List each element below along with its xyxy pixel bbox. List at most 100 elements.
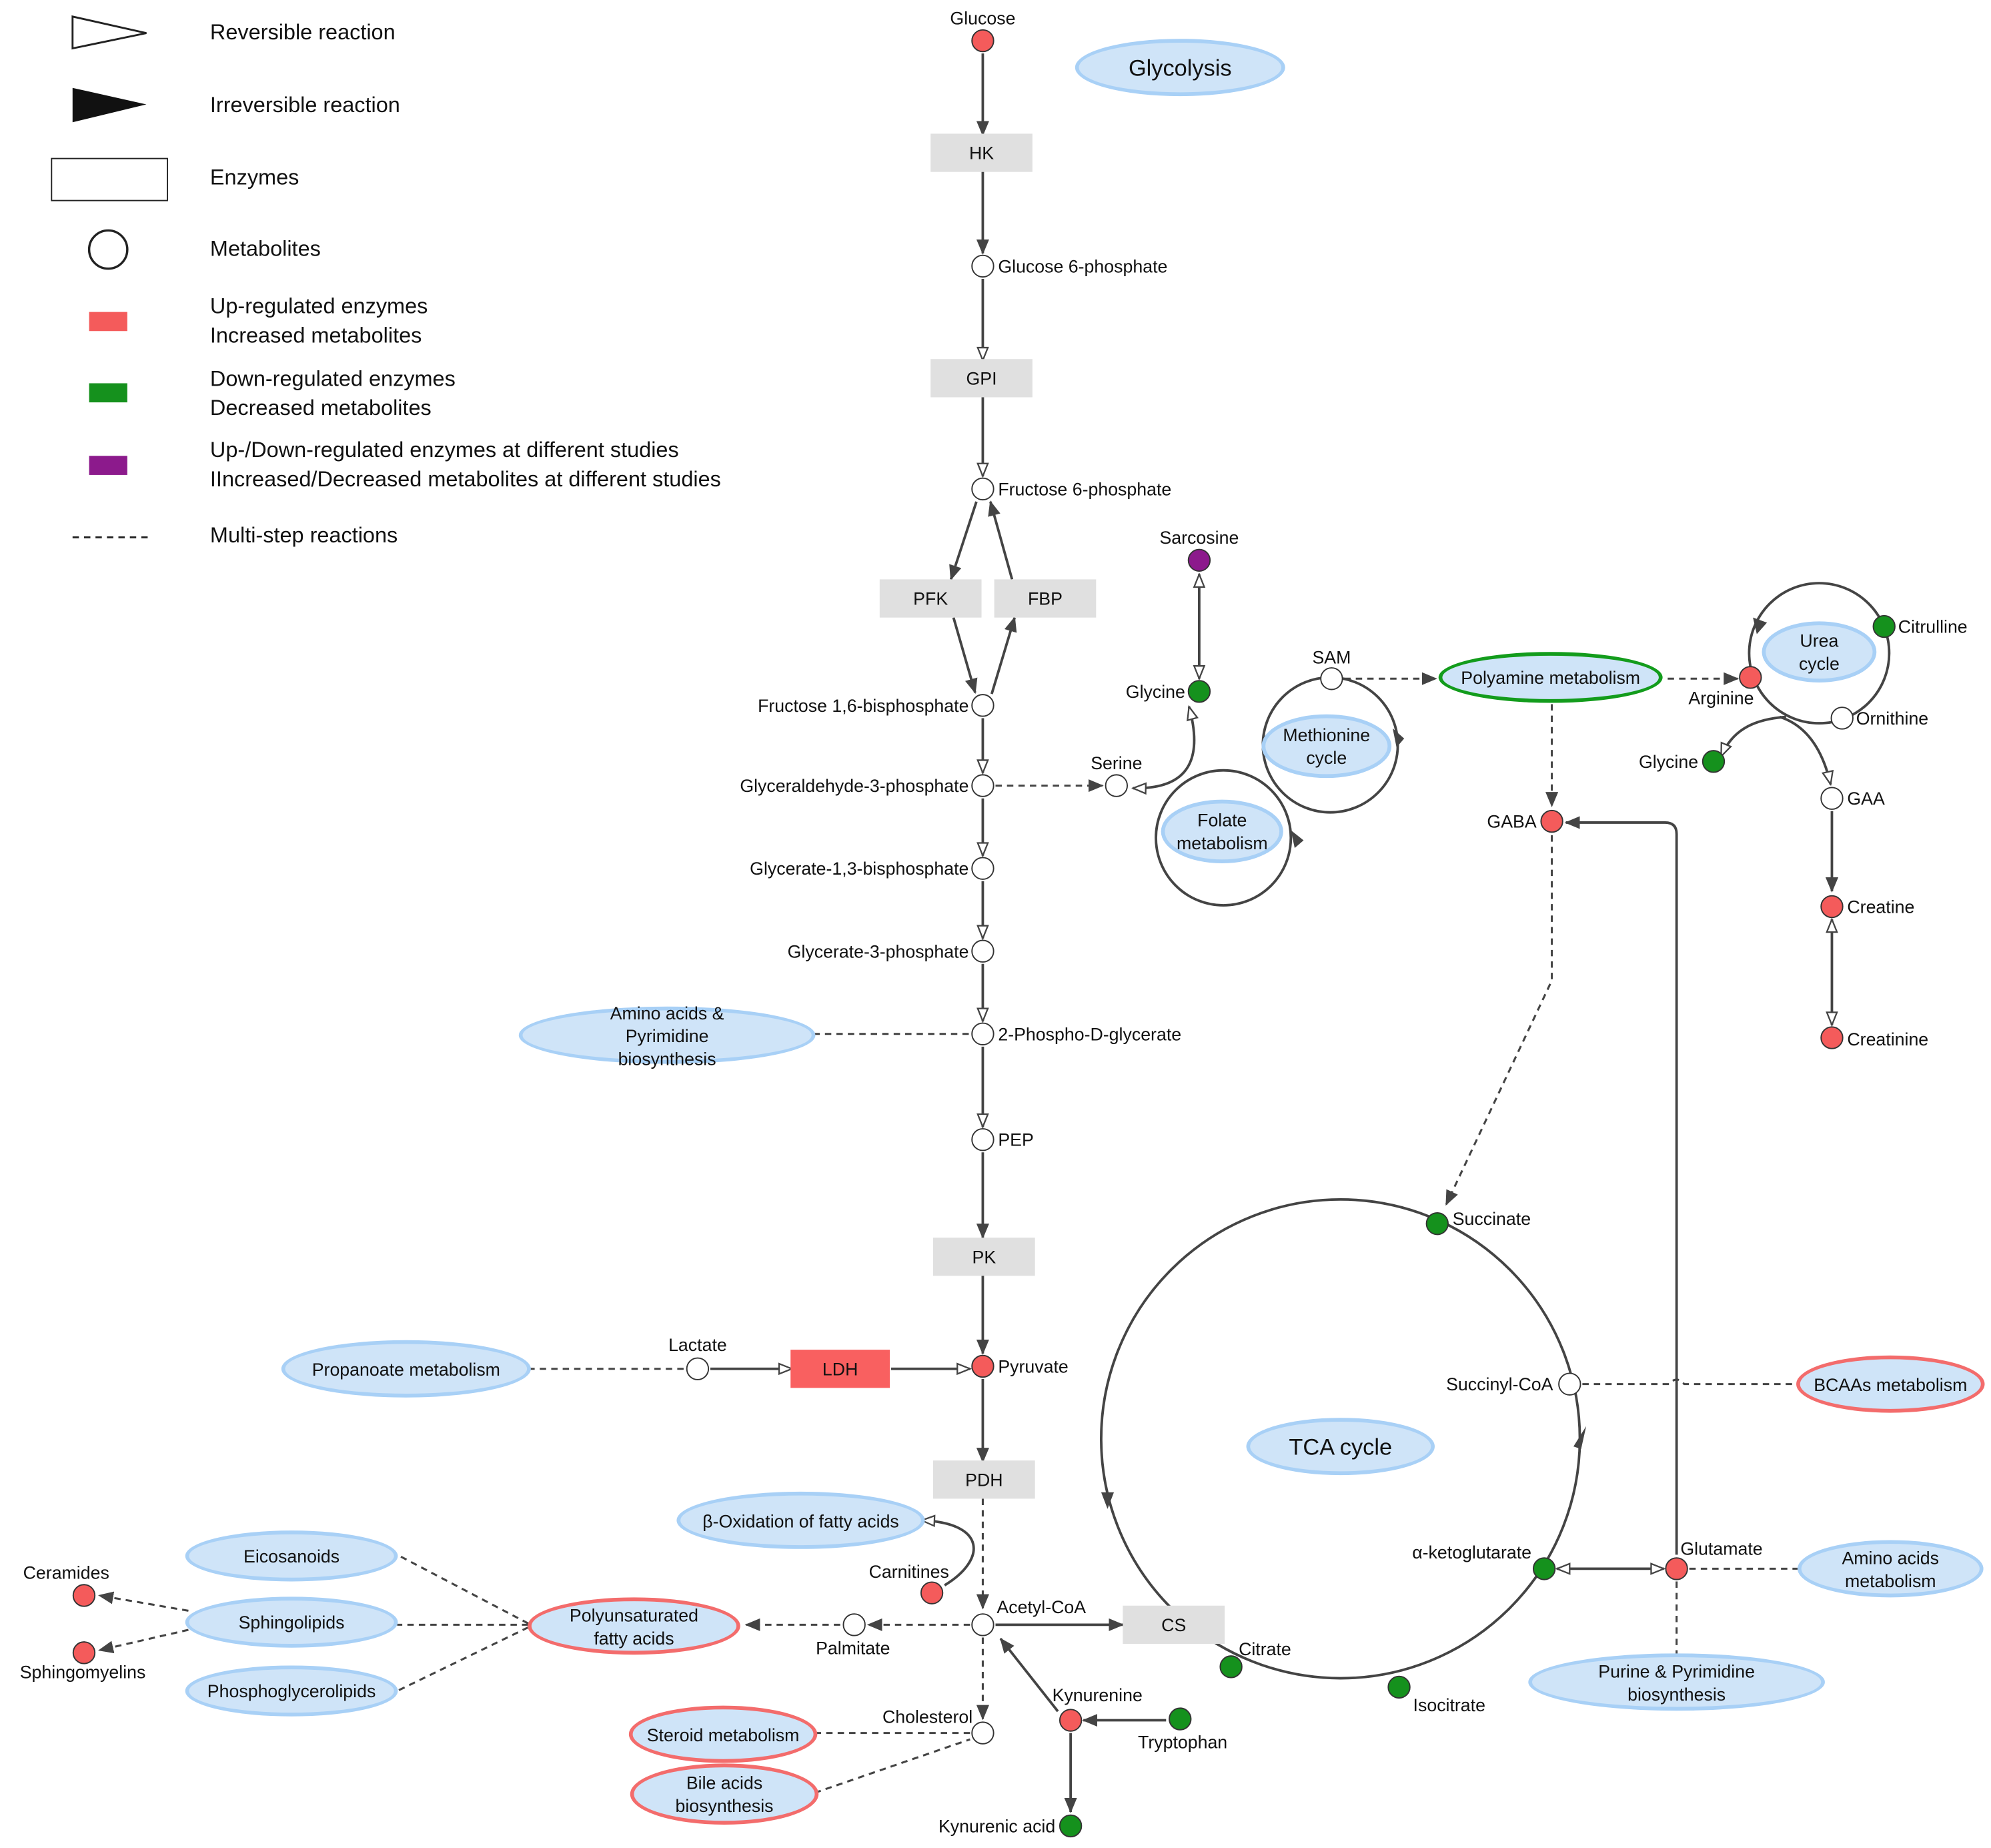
metabolite-creatinine-label: Creatinine (1847, 1029, 1929, 1049)
pathway-methionine: Methionine cycle (1261, 714, 1392, 779)
legend-enzymes: Enzymes (209, 165, 299, 190)
legend-mixed-enzymes: Up-/Down-regulated enzymes at different … (209, 438, 679, 462)
metabolite-f6p-label: Fructose 6-phosphate (998, 478, 1172, 500)
metabolite-tryptophan-node (1169, 1707, 1192, 1731)
pathway-phosphoglycerolipids: Phosphoglycerolipids (185, 1665, 398, 1717)
metabolite-serine-node (1105, 774, 1129, 797)
metabolite-tryptophan-label: Tryptophan (1137, 1731, 1228, 1753)
pathway-urea: Urea cycle (1762, 621, 1877, 683)
metabolite-pep-label: PEP (998, 1129, 1034, 1150)
pathway-amino-pyrimidine: Amino acids & Pyrimidine biosynthesis (518, 1002, 816, 1068)
metabolite-sphingomyelins-node (72, 1641, 96, 1665)
metabolite-lactate-node (686, 1357, 710, 1380)
metabolite-succinylcoa-node (1558, 1372, 1581, 1396)
metabolite-cholesterol-label: Cholesterol (882, 1706, 973, 1727)
metabolite-pyruvate-node (971, 1354, 994, 1378)
metabolite-glycine2-node (1702, 750, 1726, 773)
enzyme-ldh: LDH (790, 1350, 890, 1388)
enzyme-hk: HK (930, 133, 1033, 172)
metabolite-citrate-node (1219, 1655, 1243, 1679)
metabolite-sarcosine-label: Sarcosine (1159, 527, 1239, 548)
legend-multistep: Multi-step reactions (209, 523, 398, 548)
metabolite-glutamate-node (1665, 1557, 1688, 1580)
metabolite-cholesterol-node (971, 1721, 994, 1745)
pathway-purine-pyrimidine: Purine & Pyrimidine biosynthesis (1528, 1653, 1825, 1711)
pathway-bcaa: BCAAs metabolism (1796, 1355, 1985, 1413)
metabolite-glycine2-label: Glycine (1638, 751, 1699, 772)
metabolite-kynurenic-label: Kynurenic acid (938, 1815, 1056, 1837)
legend-mixed-swatch (89, 456, 127, 475)
enzyme-pfk: PFK (879, 579, 982, 618)
pathway-tca: TCA cycle (1246, 1418, 1435, 1476)
metabolite-gaa-node (1820, 787, 1844, 810)
metabolite-g13bp-label: Glycerate-1,3-bisphosphate (750, 858, 969, 879)
metabolite-glutamate-label: Glutamate (1680, 1538, 1763, 1559)
legend-down-metabolites: Decreased metabolites (209, 396, 432, 420)
enzyme-pdh: PDH (933, 1460, 1035, 1499)
metabolite-ornithine-node (1830, 707, 1854, 730)
metabolite-akg-node (1532, 1557, 1556, 1580)
legend-down-swatch (89, 383, 127, 403)
metabolite-arginine-label: Arginine (1688, 687, 1754, 709)
legend-up-enzymes: Up-regulated enzymes (209, 294, 428, 319)
metabolite-pdg-node (971, 1022, 994, 1045)
legend-up-swatch (89, 312, 127, 332)
metabolite-serine-label: Serine (1091, 752, 1143, 773)
metabolite-kynurenine-node (1059, 1709, 1083, 1732)
pathway-bile-acids: Bile acids biosynthesis (630, 1763, 819, 1825)
metabolite-kynurenine-label: Kynurenine (1052, 1685, 1143, 1705)
metabolite-succinylcoa-label: Succinyl-CoA (1446, 1374, 1553, 1394)
metabolite-gaba-node (1540, 809, 1563, 833)
metabolite-glycine-label: Glycine (1125, 681, 1185, 702)
pathway-sphingolipids: Sphingolipids (185, 1596, 398, 1648)
metabolite-pyruvate-label: Pyruvate (998, 1356, 1069, 1377)
pathway-beta-oxidation: β-Oxidation of fatty acids (676, 1491, 925, 1549)
metabolite-creatinine-node (1820, 1026, 1844, 1049)
metabolite-succinate-label: Succinate (1452, 1208, 1531, 1229)
metabolite-ceramides-node (72, 1584, 96, 1607)
metabolite-pdg-label: 2-Phospho-D-glycerate (998, 1023, 1182, 1045)
pathway-propanoate: Propanoate metabolism (281, 1340, 531, 1398)
metabolite-creatine-node (1820, 895, 1844, 919)
metabolite-glucose-node (971, 29, 994, 53)
legend-metabolites: Metabolites (209, 236, 321, 262)
pathway-eicosanoids: Eicosanoids (185, 1530, 398, 1582)
metabolite-g3p-node (971, 774, 994, 797)
metabolite-ceramides-label: Ceramides (23, 1562, 109, 1583)
metabolite-gaa-label: GAA (1847, 788, 1885, 809)
legend-enzyme-box (51, 157, 168, 201)
enzyme-gpi: GPI (930, 359, 1033, 398)
metabolite-g3p-label: Glyceraldehyde-3-phosphate (740, 775, 969, 796)
metabolite-isocitrate-label: Isocitrate (1413, 1695, 1485, 1715)
metabolite-acetylcoa-node (971, 1613, 994, 1637)
legend-irreversible: Irreversible reaction (209, 93, 400, 117)
metabolite-g3pg-label: Glycerate-3-phosphate (787, 941, 969, 961)
metabolite-succinate-node (1425, 1212, 1449, 1236)
pathway-glycolysis: Glycolysis (1075, 39, 1285, 97)
cycle-circles (1100, 582, 1891, 1680)
enzyme-cs: CS (1123, 1605, 1225, 1645)
metabolite-citrate-label: Citrate (1239, 1639, 1291, 1659)
pathway-folate: Folate metabolism (1161, 799, 1283, 864)
legend-symbols (71, 15, 149, 538)
metabolite-gaba-label: GABA (1487, 811, 1537, 832)
metabolite-g3pg-node (971, 939, 994, 963)
enzyme-pk: PK (933, 1238, 1035, 1276)
enzyme-fbp: FBP (994, 579, 1097, 618)
pathway-polyamine: Polyamine metabolism (1438, 652, 1663, 703)
metabolite-glycine-node (1187, 680, 1211, 703)
pathway-amino-acids: Amino acids metabolism (1797, 1540, 1984, 1598)
metabolite-akg-label: α-ketoglutarate (1412, 1542, 1532, 1562)
metabolite-isocitrate-node (1387, 1675, 1411, 1699)
legend-reversible: Reversible reaction (209, 20, 396, 45)
legend-up-metabolites: Increased metabolites (209, 323, 422, 348)
metabolite-lactate-label: Lactate (668, 1334, 727, 1355)
metabolite-f16bp-node (971, 694, 994, 717)
metabolite-kynurenic-node (1059, 1814, 1083, 1838)
metabolite-palmitate-label: Palmitate (816, 1637, 890, 1658)
metabolite-sam-node (1320, 667, 1343, 690)
metabolite-sam-label: SAM (1312, 646, 1351, 668)
metabolite-g6p-label: Glucose 6-phosphate (998, 256, 1168, 277)
